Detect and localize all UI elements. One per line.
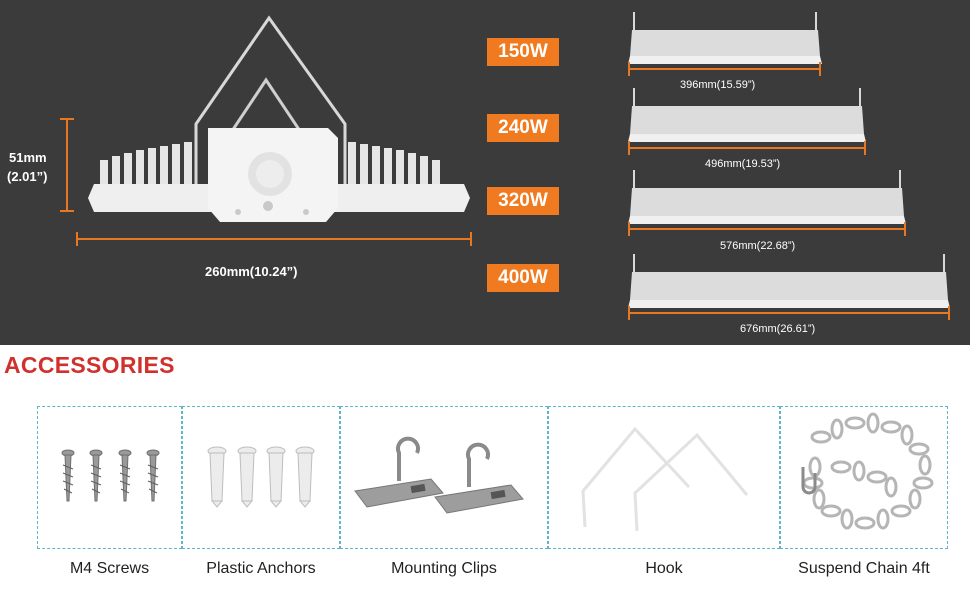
length-line-240w xyxy=(628,147,866,149)
length-cap-right-150w xyxy=(819,62,821,76)
length-label-150w: 396mm(15.59”) xyxy=(680,79,756,91)
accessory-box-anchors xyxy=(182,406,340,549)
screws-icon xyxy=(61,449,160,502)
length-line-150w xyxy=(628,68,821,70)
light-bar-150w xyxy=(628,12,822,64)
accessory-label-screws: M4 Screws xyxy=(69,560,150,577)
length-cap-right-320w xyxy=(904,222,906,236)
width-dimension-cap-left xyxy=(76,232,78,246)
length-cap-left-400w xyxy=(628,306,630,320)
height-label: 51mm xyxy=(9,150,47,165)
length-line-320w xyxy=(628,228,906,230)
light-bar-320w xyxy=(628,170,906,224)
product-side-view xyxy=(88,15,470,222)
watt-badge-150: 150W xyxy=(487,38,559,66)
mounting-clips-icon xyxy=(354,436,524,514)
accessory-box-hook xyxy=(548,406,780,549)
accessory-box-clips xyxy=(340,406,548,549)
length-cap-left-320w xyxy=(628,222,630,236)
hook-icon xyxy=(581,426,749,532)
accessory-label-hook: Hook xyxy=(645,560,683,577)
accessories-title: ACCESSORIES xyxy=(4,352,175,378)
accessory-label-anchors: Plastic Anchors xyxy=(206,560,316,577)
plastic-anchors-icon xyxy=(207,446,315,508)
length-label-320w: 576mm(22.68”) xyxy=(720,240,796,252)
length-label-240w: 496mm(19.53”) xyxy=(705,158,781,170)
length-cap-right-400w xyxy=(948,306,950,320)
length-cap-right-240w xyxy=(864,141,866,155)
light-bar-240w xyxy=(628,88,866,142)
length-cap-left-150w xyxy=(628,62,630,76)
length-label-400w: 676mm(26.61”) xyxy=(740,323,816,335)
accessory-label-chain: Suspend Chain 4ft xyxy=(798,560,930,577)
accessory-box-screws xyxy=(37,406,182,549)
width-label: 260mm(10.24”) xyxy=(205,264,298,279)
chain-icon xyxy=(801,412,934,530)
height-label-inches: (2.01”) xyxy=(7,169,48,184)
height-dimension-line xyxy=(66,118,68,212)
accessory-label-clips: Mounting Clips xyxy=(391,560,497,577)
width-dimension-line xyxy=(76,238,472,240)
watt-badge-240: 240W xyxy=(487,114,559,142)
accessory-box-chain xyxy=(780,406,948,549)
height-dimension-cap-top xyxy=(60,118,74,120)
height-dimension-cap-bottom xyxy=(60,210,74,212)
length-cap-left-240w xyxy=(628,141,630,155)
light-bar-400w xyxy=(628,254,950,308)
width-dimension-cap-right xyxy=(470,232,472,246)
watt-badge-320: 320W xyxy=(487,187,559,215)
dimensions-panel: 51mm (2.01”) 260mm(10.24”) 150W 24 xyxy=(0,0,970,345)
length-line-400w xyxy=(628,312,950,314)
watt-badge-400: 400W xyxy=(487,264,559,292)
